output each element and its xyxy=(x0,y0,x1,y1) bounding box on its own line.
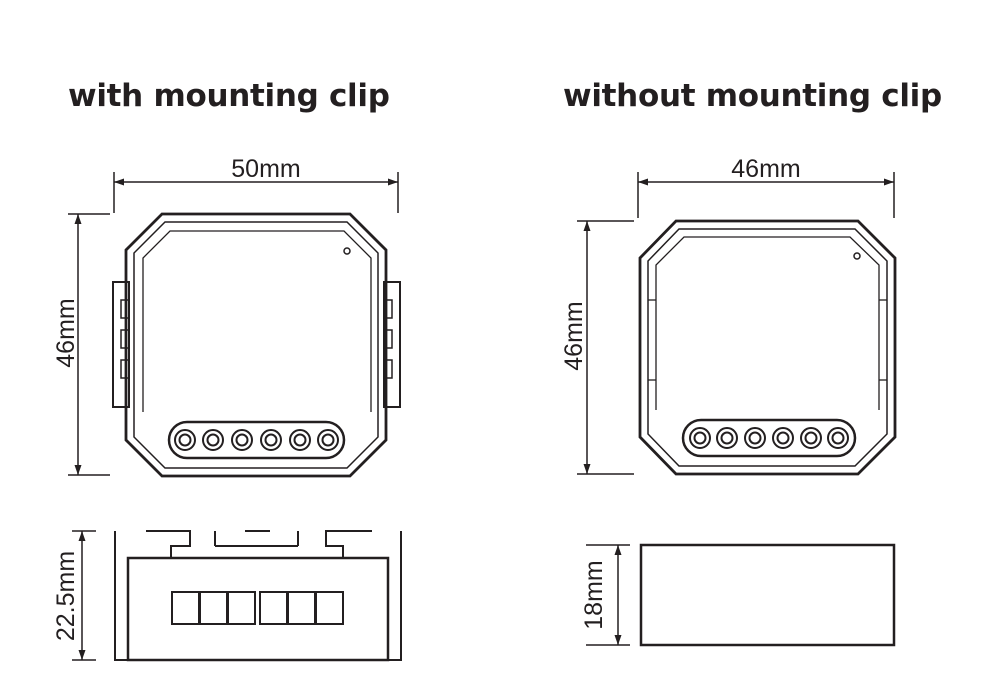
module-body-without-clip xyxy=(638,219,897,476)
depth-dimension-without-clip: 18mm xyxy=(580,544,630,646)
depth-dimension-with-clip: 22.5mm xyxy=(52,530,96,661)
width-dimension-without-clip: 46mm xyxy=(637,155,895,218)
height-label-without-clip: 46mm xyxy=(560,301,588,370)
title-with-mounting-clip: with mounting clip xyxy=(68,78,390,114)
mounting-clip-right xyxy=(383,281,401,408)
width-dimension-with-clip: 50mm xyxy=(113,155,399,213)
title-without-mounting-clip: without mounting clip xyxy=(563,78,942,114)
mounting-clip-side xyxy=(114,530,402,661)
top-view-with-clip: 50mm 46mm xyxy=(52,155,401,478)
top-view-without-clip: 46mm 46mm xyxy=(560,155,897,476)
height-dimension-without-clip: 46mm xyxy=(560,220,634,475)
side-view-without-clip: 18mm xyxy=(580,543,896,647)
terminal-blocks-side xyxy=(171,591,344,625)
mounting-clip-left xyxy=(112,281,130,408)
module-body-side-with-clip xyxy=(126,556,390,662)
height-label-with-clip: 46mm xyxy=(52,298,80,367)
module-body-with-clip xyxy=(124,212,388,478)
height-dimension-with-clip: 46mm xyxy=(52,213,110,476)
depth-label-without-clip: 18mm xyxy=(580,560,608,629)
side-view-with-clip: 22.5mm xyxy=(52,530,402,662)
terminal-strip-without-clip xyxy=(681,418,857,458)
width-label-without-clip: 46mm xyxy=(731,155,800,183)
terminal-strip-with-clip xyxy=(167,420,346,460)
depth-label-with-clip: 22.5mm xyxy=(52,551,80,641)
led-indicator-without-clip xyxy=(853,252,861,260)
width-label-with-clip: 50mm xyxy=(231,155,300,183)
module-body-side-without-clip xyxy=(639,543,896,647)
led-indicator-with-clip xyxy=(343,247,351,255)
